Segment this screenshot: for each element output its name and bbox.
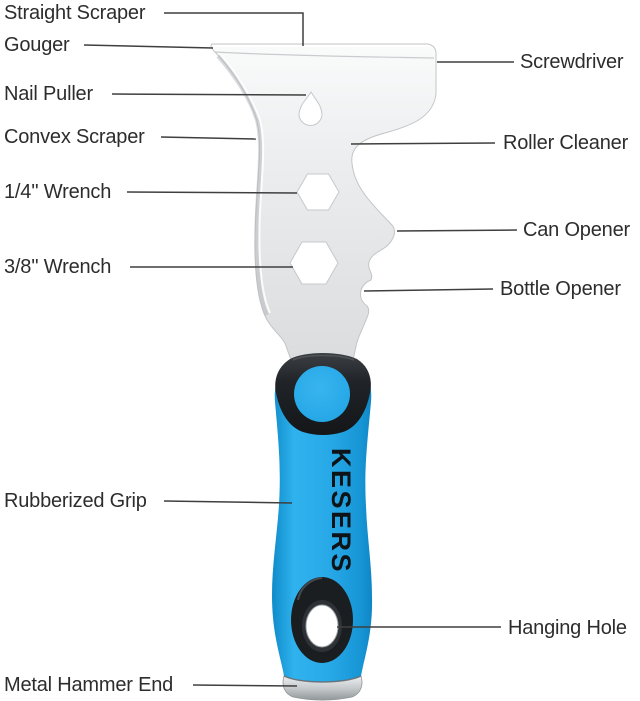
thumb-ring-highlight [292, 354, 355, 361]
leader-roller-cleaner [350, 142, 496, 145]
hammer-cap-seam [283, 675, 362, 683]
label-quarter-wrench: 1/4'' Wrench [4, 181, 112, 203]
label-metal-hammer-end: Metal Hammer End [4, 674, 174, 696]
blade-left-bevel [216, 54, 269, 316]
label-screwdriver: Screwdriver [520, 51, 624, 73]
leader-metal-hammer-end [192, 684, 298, 687]
leader-nail-puller [111, 93, 307, 96]
leader-quarter-wrench [126, 191, 298, 194]
leader-rubberized-grip [163, 500, 293, 504]
leader-lines [83, 12, 518, 687]
leader-gouger [83, 44, 214, 49]
label-nail-puller: Nail Puller [4, 83, 93, 105]
label-bottle-opener: Bottle Opener [500, 278, 621, 300]
label-roller-cleaner: Roller Cleaner [503, 132, 629, 154]
blade-bevel-seam [214, 51, 435, 59]
leader-bottle-opener [363, 288, 494, 292]
leader-can-opener [396, 229, 518, 232]
label-straight-scraper: Straight Scraper [4, 2, 146, 24]
label-convex-scraper: Convex Scraper [4, 126, 145, 148]
hanging-hole-ring-highlight [297, 577, 323, 601]
label-three-eighth-wrench: 3/8'' Wrench [4, 256, 112, 278]
three-eighth-wrench-hole [289, 241, 339, 285]
quarter-wrench-hole [296, 173, 340, 211]
leader-convex-scraper [160, 136, 257, 140]
hanging-hole-opening [305, 604, 339, 648]
label-can-opener: Can Opener [523, 219, 630, 241]
blade-left-bevel-highlight [220, 54, 271, 314]
nail-puller-hole [298, 90, 323, 126]
label-hanging-hole: Hanging Hole [508, 617, 627, 639]
label-rubberized-grip: Rubberized Grip [4, 490, 147, 512]
brand-text: KESERS [326, 448, 356, 574]
thumb-circle [294, 366, 350, 422]
label-gouger: Gouger [4, 34, 70, 56]
handle: KESERS [272, 353, 373, 701]
leader-straight-scraper [164, 12, 304, 46]
blade-shape [210, 43, 437, 361]
